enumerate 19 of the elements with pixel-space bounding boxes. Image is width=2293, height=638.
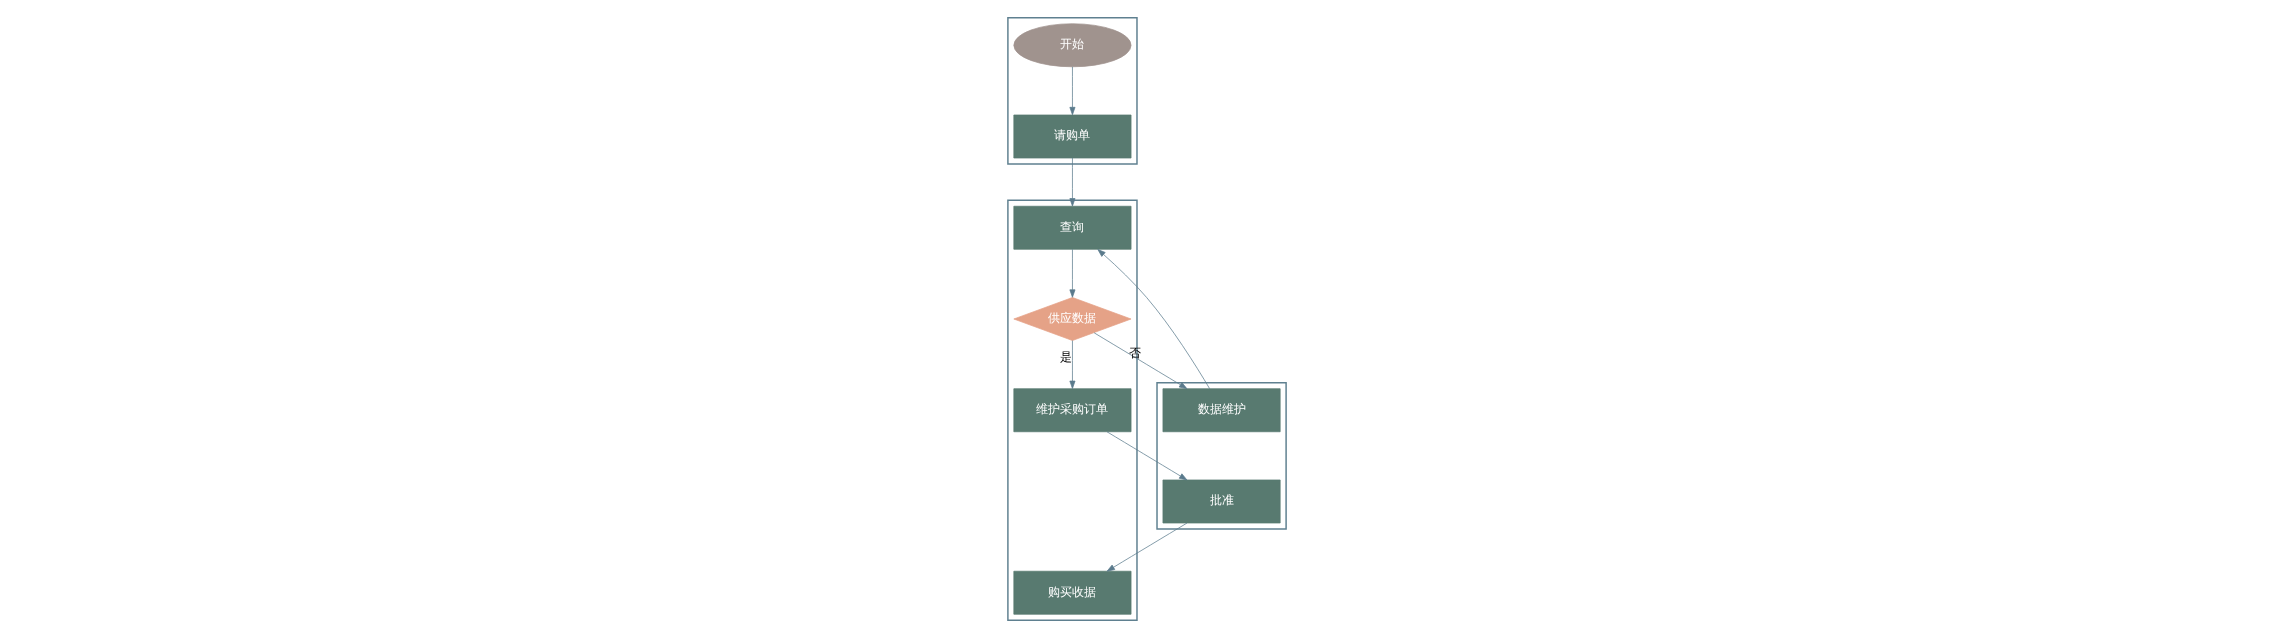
node-box: 批准 [1162,479,1281,524]
cluster [1006,17,1138,165]
node-box: 数据维护 [1162,388,1281,433]
arrow [1097,249,1210,390]
arrow [1069,157,1075,207]
node-diamond: 供应数据 [1012,297,1131,341]
arrow [1106,431,1187,481]
arrow [1069,66,1075,116]
arrow [1106,522,1187,572]
node-ellipse: 开始 [1012,23,1131,68]
node-box: 购买收据 [1012,570,1131,615]
arrow [1069,248,1075,298]
node-box: 请购单 [1012,114,1131,159]
node-box: 维护采购订单 [1012,388,1131,433]
arrow [1069,340,1075,389]
node-box: 查询 [1012,205,1131,250]
arrow [1093,332,1187,389]
edge-label: 否 [1128,345,1141,360]
edge-label: 是 [1060,349,1073,364]
